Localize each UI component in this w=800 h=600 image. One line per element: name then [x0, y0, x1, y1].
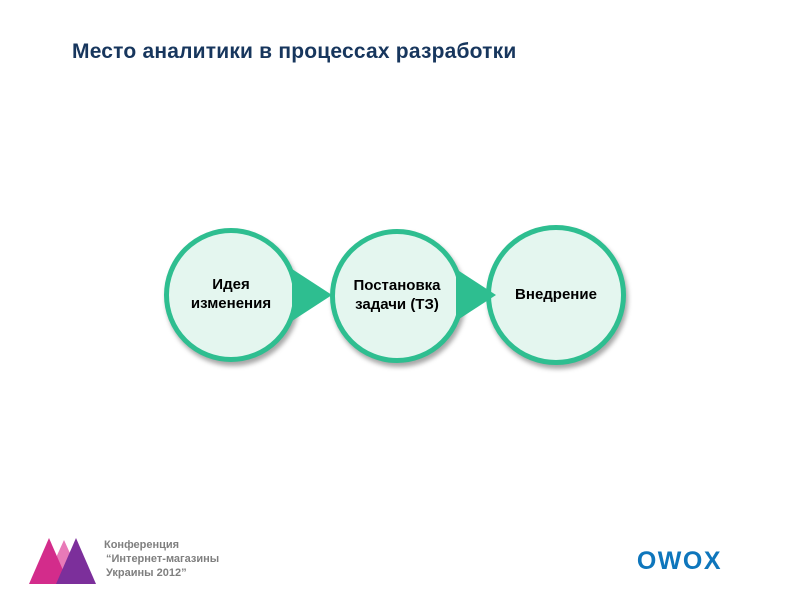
conference-line-2: “Интернет-магазины: [106, 553, 220, 565]
conference-logo-icon: [29, 538, 96, 584]
flow-arrow-icon-2: [456, 269, 496, 321]
owox-logo: OWOX: [636, 547, 722, 575]
step-label-idea: Идея изменения: [190, 276, 272, 312]
conference-logo-block: Конференция “Интернет-магазины Украины 2…: [28, 532, 219, 586]
step-circle-task: Постановка задачи (ТЗ): [330, 229, 464, 363]
step-label-implementation: Внедрение: [515, 285, 597, 303]
conference-line-1: Конференция: [104, 539, 180, 551]
slide-title: Место аналитики в процессах разработки: [72, 40, 517, 63]
conference-line-3: Украины 2012”: [106, 567, 187, 579]
conference-text: Конференция “Интернет-магазины Украины 2…: [104, 538, 219, 580]
step-label-task: Постановка задачи (ТЗ): [353, 277, 441, 313]
step-circle-implementation: Внедрение: [486, 225, 626, 365]
step-circle-idea: Идея изменения: [164, 228, 298, 362]
flow-arrow-icon-1: [292, 269, 332, 321]
